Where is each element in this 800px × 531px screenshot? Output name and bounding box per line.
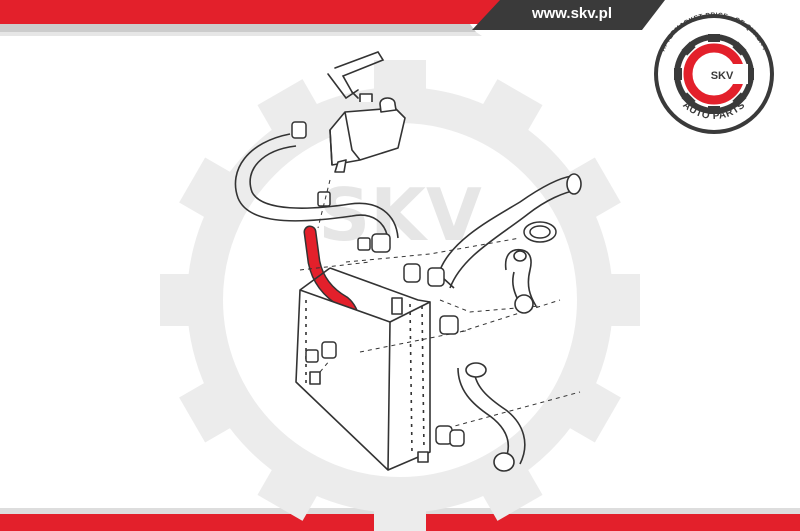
header-banner bbox=[0, 0, 665, 36]
upper-hose bbox=[234, 133, 399, 241]
hose-clamp bbox=[435, 425, 465, 447]
watermark-gear-icon: SKV bbox=[160, 60, 640, 531]
bottom-hose bbox=[457, 362, 526, 472]
assembly-guide-lines bbox=[299, 179, 581, 431]
gear-seal-icon: SKV AFTERMARKET PRICE - OE QUALITY AUTO … bbox=[654, 12, 774, 134]
breather-hose bbox=[327, 51, 385, 100]
header-dark-tab bbox=[472, 0, 665, 30]
hose-clamp bbox=[291, 121, 391, 253]
expansion-tank bbox=[329, 93, 406, 173]
radiator bbox=[295, 267, 431, 471]
site-url[interactable]: www.skv.pl bbox=[531, 5, 612, 22]
hose-clamp bbox=[403, 221, 557, 287]
hose-clamp bbox=[305, 315, 459, 363]
bypass-hose bbox=[504, 248, 537, 314]
svg-text:SKV: SKV bbox=[318, 173, 482, 257]
seal-brand-text: SKV bbox=[711, 70, 734, 82]
